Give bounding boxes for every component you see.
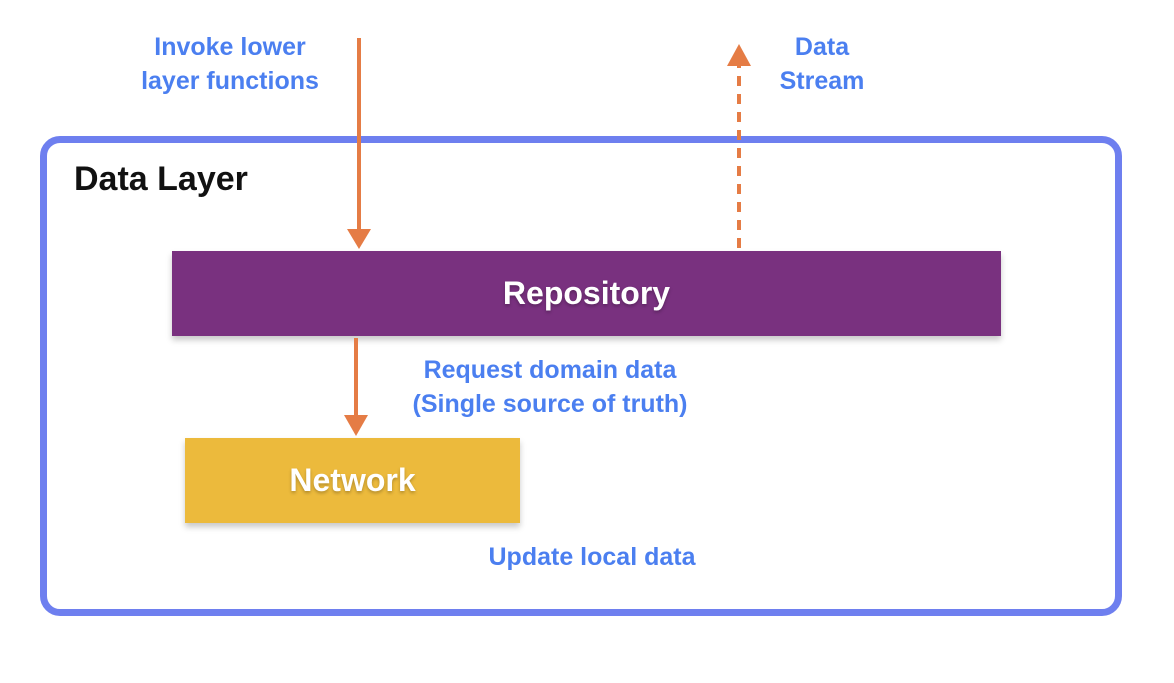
repository-label: Repository (502, 275, 671, 311)
update-label: Update local data (488, 543, 696, 571)
data-layer-title: Data Layer (74, 160, 248, 198)
repository-block: Repository (172, 251, 1001, 336)
invoke-label: Invoke lower layer functions (120, 30, 340, 98)
request-label-line-2: (Single source of truth) (412, 390, 688, 418)
data-layer-container (40, 136, 1122, 616)
stream-label: Data Stream (752, 30, 892, 98)
network-label: Network (289, 462, 416, 498)
invoke-label-line-2: layer functions (141, 67, 319, 95)
invoke-arrow-head (347, 229, 371, 249)
stream-label-line-1: Data (794, 33, 850, 61)
stream-arrow-head (727, 44, 751, 66)
request-label-line-1: Request domain data (423, 356, 677, 384)
invoke-label-line-1: Invoke lower (154, 33, 306, 61)
network-block: Network (185, 438, 520, 523)
stream-label-line-2: Stream (779, 67, 865, 95)
request-arrow-head (344, 415, 368, 436)
request-label: Request domain data (Single source of tr… (380, 353, 720, 421)
